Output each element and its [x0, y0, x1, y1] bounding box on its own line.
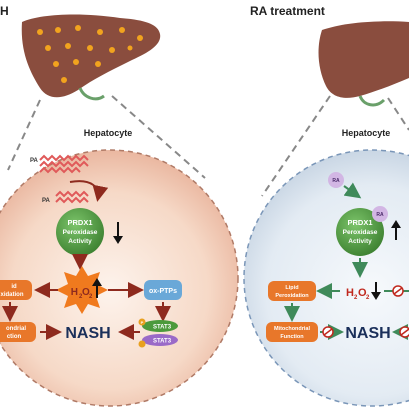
ra-label-2: RA: [376, 212, 384, 218]
mito-right-line1: Mitochondrial: [274, 326, 311, 332]
pa-label-2: PA: [42, 198, 51, 204]
decrease-arrow-right-icon: [371, 282, 381, 300]
lipid-right-line1: Lipid: [285, 285, 298, 291]
left-subtitle: Hepatocyte: [84, 128, 133, 138]
stat3-label-bottom: STAT3: [153, 339, 172, 345]
ra-molecule-2: [372, 206, 388, 222]
inhibit-symbol-nash-icon: [399, 326, 409, 338]
prdx1-node-right: [336, 208, 384, 256]
decrease-arrow-icon: [113, 222, 123, 244]
ra-molecule-1: [328, 172, 344, 188]
increase-arrow-icon: [92, 278, 102, 298]
lipid-peroxidation-box-right: [268, 281, 316, 301]
zoom-line-left-a: [7, 99, 41, 171]
lipid-right-line2: Peroxidation: [275, 293, 309, 299]
h2o2-starburst-icon: [56, 266, 108, 314]
pa-molecule-icon: [39, 154, 89, 204]
prdx1-left-line3: Activity: [68, 238, 92, 245]
mito-left-line2: ction: [7, 334, 22, 340]
liver-right-icon: [318, 21, 409, 107]
nash-right: NASH: [345, 325, 390, 342]
right-title: RA treatment: [250, 4, 325, 18]
h2o2-left-sub2: 2: [89, 294, 93, 300]
prdx1-left-line1: PRDX1: [67, 218, 92, 227]
prdx1-right-line2: Peroxidase: [343, 229, 378, 236]
lipid-left-line2: xidation: [0, 292, 23, 298]
lipid-peroxidation-box-left: [0, 280, 32, 300]
stat3-dimer-icon: [138, 318, 178, 348]
h2o2-right-h: H: [346, 287, 354, 299]
prdx1-left-line2: Peroxidase: [63, 229, 98, 236]
arrow-pa-to-prdx1: [69, 180, 109, 202]
liver-left-icon: [21, 14, 161, 101]
zoom-line-right-b: [387, 97, 409, 131]
hepatocyte-left: [0, 149, 239, 407]
fat-droplets: [37, 25, 143, 83]
phospho-label: P: [141, 320, 144, 325]
inhibit-symbol-mito-icon: [322, 326, 334, 338]
prdx1-right-line3: Activity: [348, 238, 372, 245]
ra-label-1: RA: [332, 178, 340, 184]
oxptps-label: ox-PTPs: [149, 288, 177, 295]
mito-function-box-right: [266, 322, 318, 342]
h2o2-left-o: O: [82, 287, 90, 298]
mito-function-box-left: [0, 322, 36, 342]
nash-left: NASH: [65, 325, 110, 342]
h2o2-left-h: H: [71, 287, 78, 298]
arrow-ra-to-prdx1: [343, 182, 362, 199]
stat3-label-top: STAT3: [153, 325, 172, 331]
hepatocyte-right: [243, 149, 409, 407]
left-title: H: [0, 4, 9, 18]
pa-label-1: PA: [30, 158, 39, 164]
lipid-left-line1: id: [11, 284, 17, 290]
increase-arrow-right-icon: [391, 220, 401, 240]
h2o2-right-sub: 2: [354, 295, 358, 301]
zoom-line-left-b: [111, 95, 206, 179]
prdx1-node-left: [56, 208, 104, 256]
h2o2-right-sub2: 2: [366, 295, 370, 301]
zoom-line-right-a: [261, 95, 331, 197]
h2o2-left-sub: 2: [79, 294, 83, 300]
oxptps-box: [144, 280, 182, 300]
right-subtitle: Hepatocyte: [342, 128, 391, 138]
h2o2-right-o: O: [358, 287, 367, 299]
mito-right-line2: Function: [280, 334, 304, 340]
inhibit-symbol-icon: [392, 285, 404, 297]
prdx1-right-line1: PRDX1: [347, 218, 372, 227]
mito-left-line1: ondrial: [6, 326, 26, 332]
